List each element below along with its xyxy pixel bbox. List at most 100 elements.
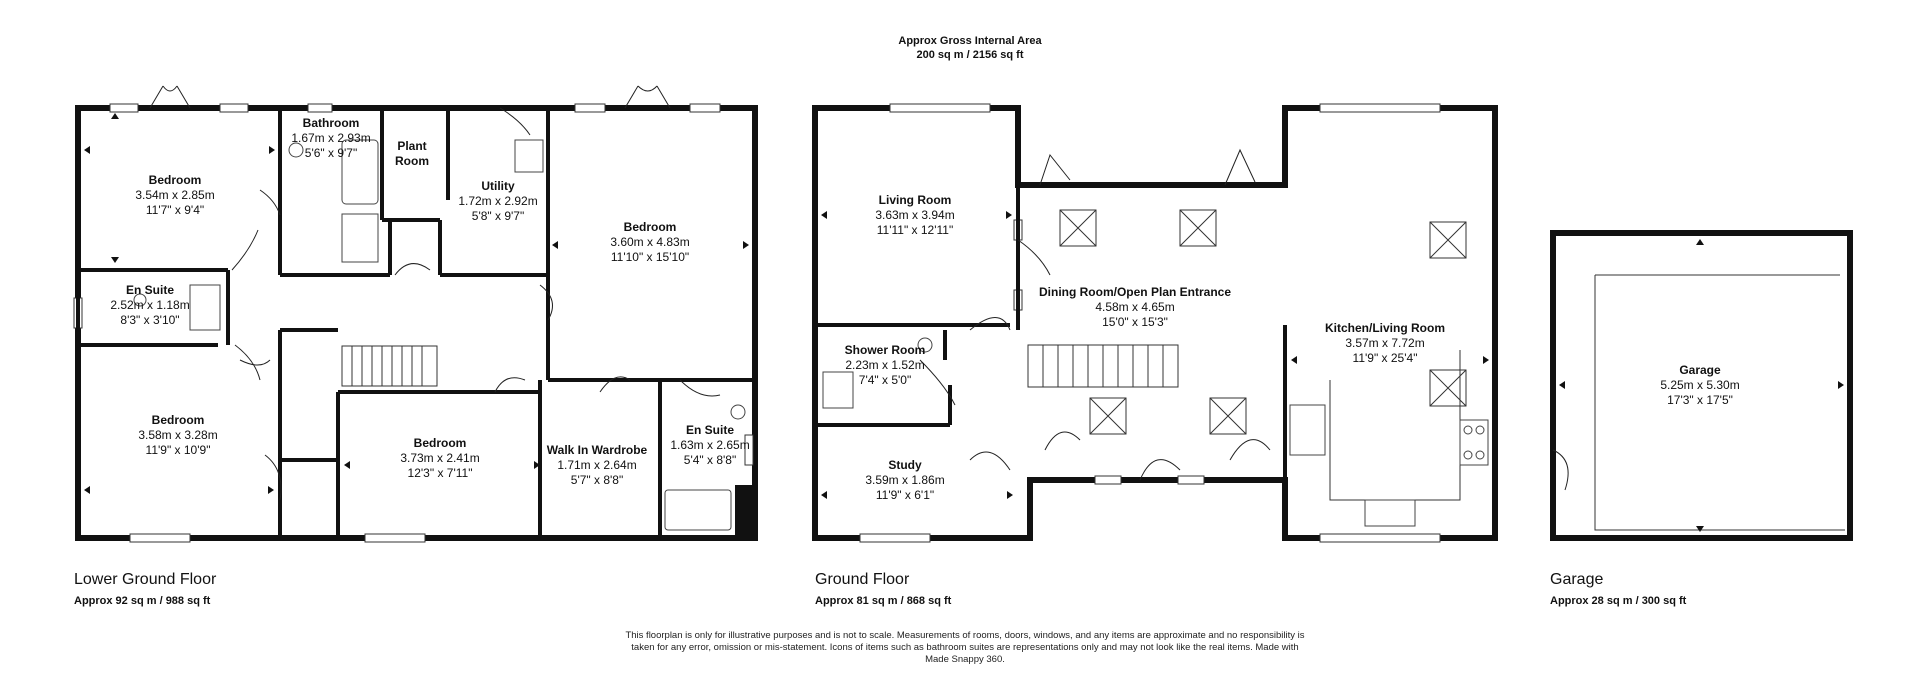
room-dimensions-metric: 3.73m x 2.41m: [400, 451, 479, 465]
door-swing: [264, 454, 282, 501]
door-swing: [1044, 431, 1081, 451]
door-swing: [499, 107, 531, 136]
room-dimensions-metric: 3.54m x 2.85m: [135, 188, 214, 202]
room-dimensions-imperial: 7'4" x 5'0": [859, 373, 911, 387]
room-dimensions-imperial: 12'3" x 7'11": [408, 466, 473, 480]
shower-tray-icon: [341, 213, 379, 263]
ground-floor-plan: [812, 103, 1498, 543]
room-dimensions-metric: 3.57m x 7.72m: [1345, 336, 1424, 350]
room-name: En Suite: [686, 423, 734, 437]
room-name: Bedroom: [152, 413, 205, 427]
shower-tray-icon: [822, 371, 854, 409]
window: [109, 103, 139, 113]
window: [1319, 533, 1441, 543]
room-dimensions-imperial: 5'8" x 9'7": [472, 209, 524, 223]
window: [859, 533, 931, 543]
lg-staircase: [341, 345, 438, 387]
bifold-door: [1039, 153, 1071, 186]
room-dimensions-metric: 4.58m x 4.65m: [1095, 300, 1174, 314]
door-swing: [969, 451, 1011, 471]
room-dimensions-imperial: 17'3" x 17'5": [1667, 393, 1733, 407]
room-dimensions-imperial: 8'3" x 3'10": [120, 313, 179, 327]
window: [689, 103, 721, 113]
room-dimensions-metric: 5.25m x 5.30m: [1660, 378, 1739, 392]
window: [129, 533, 191, 543]
shower-tray-icon: [514, 139, 544, 173]
door-swing: [1552, 449, 1569, 491]
french-door: [149, 85, 191, 109]
room-dimensions-metric: 1.63m x 2.65m: [670, 438, 749, 452]
door-swing: [239, 359, 271, 366]
floor-label-lower: Lower Ground Floor: [74, 571, 217, 588]
shower-tray-icon: [189, 284, 221, 331]
sink-icon: [1364, 499, 1416, 527]
gross-area-value: 200 sq m / 2156 sq ft: [916, 49, 1024, 61]
door-swing: [539, 284, 553, 321]
room-name: Bedroom: [624, 220, 677, 234]
floor-label-garage: Garage: [1550, 571, 1604, 588]
garage-door-track: [1594, 274, 1845, 531]
window: [744, 434, 754, 466]
hob-ring: [1475, 450, 1485, 460]
room-name: Dining Room/Open Plan Entrance: [1039, 285, 1231, 299]
hob-icon: [1459, 419, 1489, 466]
door-swing: [969, 317, 1011, 331]
kitchen-island: [1289, 404, 1326, 456]
garage-outer-wall: [1550, 230, 1853, 541]
door-swing: [234, 344, 261, 381]
room-name: Bedroom: [414, 436, 467, 450]
dimension-arrows: [84, 113, 1844, 532]
room-dimensions-imperial: 5'4" x 8'8": [684, 453, 736, 467]
room-dimensions-imperial: 5'6" x 9'7": [305, 146, 357, 160]
room-dimensions-imperial: 11'9" x 10'9": [146, 443, 211, 457]
room-name: Plant: [397, 139, 426, 153]
room-name: Garage: [1679, 363, 1721, 377]
window: [889, 103, 991, 113]
window: [219, 103, 249, 113]
window: [307, 103, 333, 113]
room-dimensions-metric: 2.23m x 1.52m: [845, 358, 924, 372]
room-dimensions-metric: 3.63m x 3.94m: [875, 208, 954, 222]
room-dimensions-imperial: 11'9" x 6'1": [876, 488, 934, 502]
room-dimensions-metric: 1.72m x 2.92m: [458, 194, 537, 208]
floor-area-lower: Approx 92 sq m / 988 sq ft: [74, 595, 211, 607]
room-dimensions-metric: 1.67m x 2.93m: [291, 131, 370, 145]
hob-ring: [1463, 425, 1473, 435]
kitchen-worktop: [1329, 350, 1461, 501]
toilet-icon: [288, 142, 304, 158]
room-name: Walk In Wardrobe: [547, 443, 648, 457]
door-swing: [679, 379, 721, 397]
floor-area-garage: Approx 28 sq m / 300 sq ft: [1550, 595, 1687, 607]
room-dimensions-imperial: 11'11" x 12'11": [877, 223, 954, 237]
room-dimensions-imperial: 11'9" x 25'4": [1353, 351, 1418, 365]
room-dimensions-imperial: 5'7" x 8'8": [571, 473, 623, 487]
door-swing: [494, 377, 526, 393]
window: [574, 103, 606, 113]
window: [364, 533, 426, 543]
room-name: Living Room: [879, 193, 952, 207]
room-name: Shower Room: [845, 343, 926, 357]
door-swing: [231, 229, 259, 271]
hob-ring: [1463, 450, 1473, 460]
bifold-door: [1224, 148, 1256, 186]
toilet-icon: [730, 404, 746, 420]
gf-interior-walls: [815, 185, 1287, 480]
room-name: Utility: [481, 179, 515, 193]
door-swing: [1017, 239, 1051, 276]
room-name: Kitchen/Living Room: [1325, 321, 1445, 335]
lower-ground-floor-plan: [73, 85, 758, 543]
room-name: Bathroom: [303, 116, 360, 130]
door-swing: [1139, 459, 1181, 481]
bath-icon: [664, 489, 732, 531]
disclaimer-text: This floorplan is only for illustrative …: [625, 630, 1305, 665]
door-swing: [599, 376, 631, 393]
room-dimensions-metric: 2.52m x 1.18m: [110, 298, 189, 312]
floor-label-ground: Ground Floor: [815, 571, 910, 588]
door-swing: [919, 359, 956, 406]
room-name: Bedroom: [149, 173, 202, 187]
french-door: [624, 85, 671, 109]
gf-staircase: [1027, 344, 1179, 388]
room-dimensions-metric: 1.71m x 2.64m: [557, 458, 636, 472]
window: [1177, 475, 1205, 485]
